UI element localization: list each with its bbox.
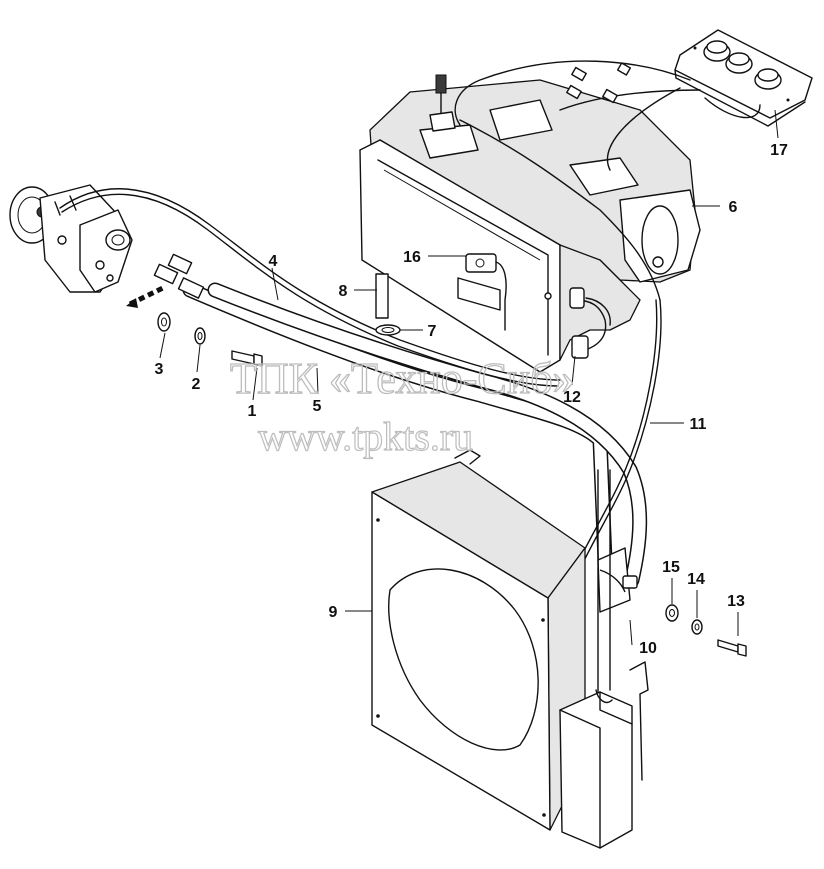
callout-4: 4 — [269, 253, 278, 270]
callout-13: 13 — [727, 593, 745, 610]
callout-6: 6 — [729, 199, 738, 216]
temperature-switch — [457, 253, 507, 331]
callout-7: 7 — [428, 323, 437, 340]
callout-8: 8 — [339, 283, 348, 300]
callout-11: 11 — [690, 416, 707, 433]
condenser — [371, 449, 586, 831]
callout-10: 10 — [639, 640, 657, 657]
callout-3: 3 — [155, 361, 164, 378]
leader-lines — [159, 109, 779, 646]
control-panel — [674, 29, 813, 127]
fasteners-right — [665, 604, 747, 657]
wiring-harness — [454, 60, 761, 301]
callout-14: 14 — [687, 571, 705, 588]
compressor — [9, 184, 133, 293]
callout-1: 1 — [248, 403, 257, 420]
watermark-url: www.tpkts.ru — [258, 414, 473, 459]
watermark-company: ТПК «Техно-Сиб» — [230, 354, 575, 403]
refrigerant-hoses — [59, 188, 662, 741]
evaporator-unit — [359, 74, 701, 373]
callout-17: 17 — [770, 142, 788, 159]
callout-15: 15 — [662, 559, 680, 576]
callout-5: 5 — [313, 398, 322, 415]
receiver-drier — [559, 547, 649, 849]
fasteners-left — [157, 312, 263, 367]
callout-12: 12 — [563, 389, 581, 406]
callout-9: 9 — [329, 604, 338, 621]
clamp-and-grommet — [375, 273, 401, 336]
callout-16: 16 — [403, 249, 421, 266]
callout-2: 2 — [192, 376, 201, 393]
